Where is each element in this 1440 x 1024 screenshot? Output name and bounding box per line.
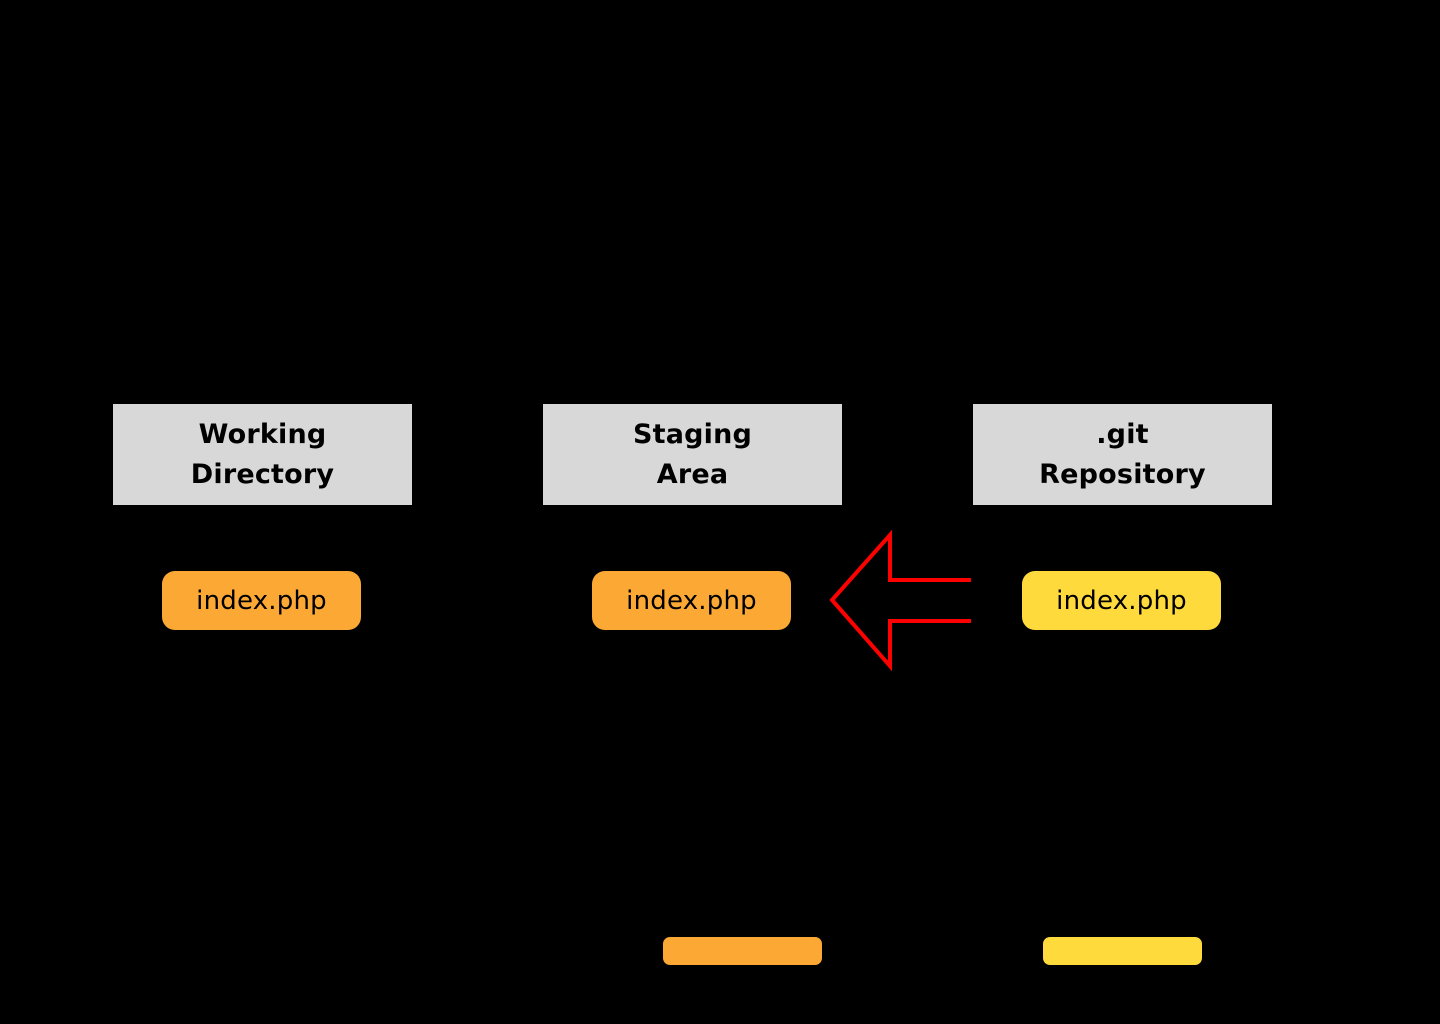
file-node-label: index.php bbox=[1056, 585, 1187, 616]
column-header-staging-area: Staging Area bbox=[543, 404, 842, 505]
file-node-label: index.php bbox=[626, 585, 757, 616]
file-node-working-directory: index.php bbox=[162, 571, 361, 630]
column-header-line-1: Staging bbox=[632, 418, 753, 450]
column-header-git-repository: .git Repository bbox=[973, 404, 1272, 505]
column-header-working-directory: Working Directory bbox=[113, 404, 412, 505]
column-header-line-1: .git bbox=[1096, 418, 1149, 450]
file-node-staging-area: index.php bbox=[592, 571, 791, 630]
legend-swatch-staged bbox=[663, 937, 822, 965]
column-header-line-2: Directory bbox=[190, 458, 335, 490]
file-node-git-repository: index.php bbox=[1022, 571, 1221, 630]
arrow-left-icon bbox=[829, 529, 971, 672]
column-header-line-1: Working bbox=[198, 418, 327, 450]
legend-swatch-committed bbox=[1043, 937, 1202, 965]
arrow-outline-path bbox=[829, 529, 971, 672]
file-node-label: index.php bbox=[196, 585, 327, 616]
column-header-line-2: Area bbox=[656, 458, 729, 490]
column-header-line-2: Repository bbox=[1039, 458, 1206, 490]
